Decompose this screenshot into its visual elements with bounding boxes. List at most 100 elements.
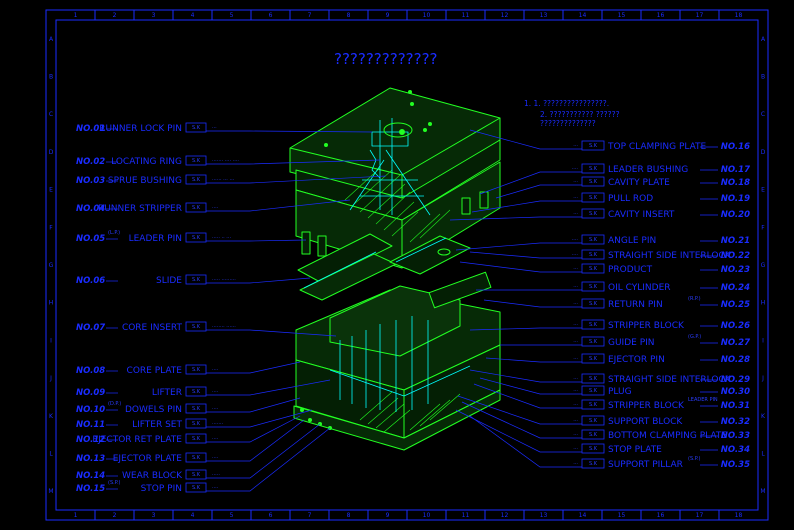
material-tag: S.K (589, 402, 598, 408)
part-number: NO.03 (76, 176, 105, 186)
material-tag: S.K (589, 143, 598, 149)
material-tag-box (581, 443, 605, 454)
material-tag-box (185, 403, 207, 414)
material-tag-box (581, 176, 605, 187)
frame-column-mark-bottom: 14 (579, 512, 587, 519)
leader-line (485, 357, 582, 363)
frame-row-mark-right: D (761, 149, 766, 156)
material-tag: S.K (589, 179, 598, 185)
frame-column-mark-top: 4 (191, 12, 195, 19)
part-number: NO.11 (76, 420, 105, 430)
part-note: ... (573, 375, 578, 381)
frame-column-mark-bottom: 16 (657, 512, 665, 519)
material-tag: S.K (589, 388, 598, 394)
part-name: RUNNER LOCK PIN (99, 124, 182, 134)
part-number: NO.22 (721, 251, 750, 261)
material-tag-box (185, 433, 207, 444)
part-note: ... (573, 460, 578, 466)
material-tag: S.K (589, 418, 598, 424)
part-number: NO.09 (76, 388, 105, 398)
leader-line (469, 251, 582, 259)
material-tag-box (185, 418, 207, 429)
leader-line (206, 329, 337, 337)
part-number: NO.15 (76, 484, 105, 494)
material-tag: S.K (589, 339, 598, 345)
part-number: NO.23 (721, 265, 750, 275)
part-note: ..... ......... (212, 276, 236, 282)
slide-illustration (297, 233, 471, 301)
part-number: NO.33 (721, 431, 750, 441)
leader-line (206, 361, 301, 374)
frame-column-mark-bottom: 10 (423, 512, 431, 519)
leader-line (479, 171, 582, 195)
material-tag-box (581, 336, 605, 347)
part-abbrev: LEADER PIN (688, 397, 718, 403)
frame-column-mark-top: 8 (347, 12, 351, 19)
part-abbrev: (G.P.) (688, 334, 701, 340)
frame-row-mark-left: L (49, 450, 53, 457)
frame-column-mark-bottom: 4 (191, 512, 195, 519)
leader-line (469, 415, 582, 468)
part-name: LIFTER (152, 388, 182, 398)
frame-column-mark-top: 3 (152, 12, 156, 19)
material-tag-box (185, 202, 207, 213)
drawing-title: ????????????? (334, 50, 438, 68)
frame-row-mark-right: B (761, 74, 765, 81)
material-tag-box (185, 155, 207, 166)
frame-column-mark-bottom: 11 (462, 512, 470, 519)
material-tag-box (185, 386, 207, 397)
part-name: STRIPPER BLOCK (608, 401, 685, 411)
frame-column-mark-bottom: 12 (501, 512, 509, 519)
part-note: .... (212, 366, 219, 372)
leader-line (206, 379, 331, 396)
part-note: ... (573, 355, 578, 361)
material-tag-box (185, 122, 207, 133)
frame-row-mark-right: M (760, 488, 765, 495)
part-name: SLIDE (156, 276, 182, 286)
drawing-notes: 1. 1. ????????????????. 2. ??????????? ?… (524, 99, 620, 128)
part-name: CORE PLATE (127, 366, 183, 376)
leader-line (457, 395, 582, 425)
frame-column-mark-bottom: 8 (347, 512, 351, 519)
leader-line (449, 216, 582, 221)
part-note: .... (212, 204, 219, 210)
part-name: LEADER PIN (129, 234, 182, 244)
frame-column-mark-bottom: 1 (74, 512, 78, 519)
frame-column-mark-top: 16 (657, 12, 665, 19)
material-tag-box (581, 385, 605, 396)
material-tag: S.K (589, 461, 598, 467)
part-abbrev: (R.P.) (688, 296, 701, 302)
material-tag: S.K (589, 252, 598, 258)
part-number: NO.01 (76, 124, 105, 134)
part-number: NO.12 (76, 435, 105, 445)
leader-line (469, 369, 582, 383)
frame-row-mark-right: K (761, 413, 766, 420)
material-tag: S.K (589, 301, 598, 307)
leader-line (206, 423, 321, 479)
material-tag-box (185, 482, 207, 493)
material-tag-box (185, 274, 207, 285)
part-number: NO.29 (721, 375, 750, 385)
part-abbrev: (S.P.) (108, 480, 121, 486)
part-note: ... (573, 401, 578, 407)
material-tag-box (581, 249, 605, 260)
material-tag-box (581, 163, 605, 174)
frame-column-mark-bottom: 9 (386, 512, 390, 519)
leader-line (206, 159, 381, 165)
part-number: NO.25 (721, 300, 750, 310)
material-tag: S.K (589, 237, 598, 243)
leader-line (206, 409, 313, 428)
frame-column-mark-top: 14 (579, 12, 587, 19)
material-tag: S.K (192, 235, 201, 241)
material-tag-box (581, 458, 605, 469)
part-note: .... (212, 435, 219, 441)
